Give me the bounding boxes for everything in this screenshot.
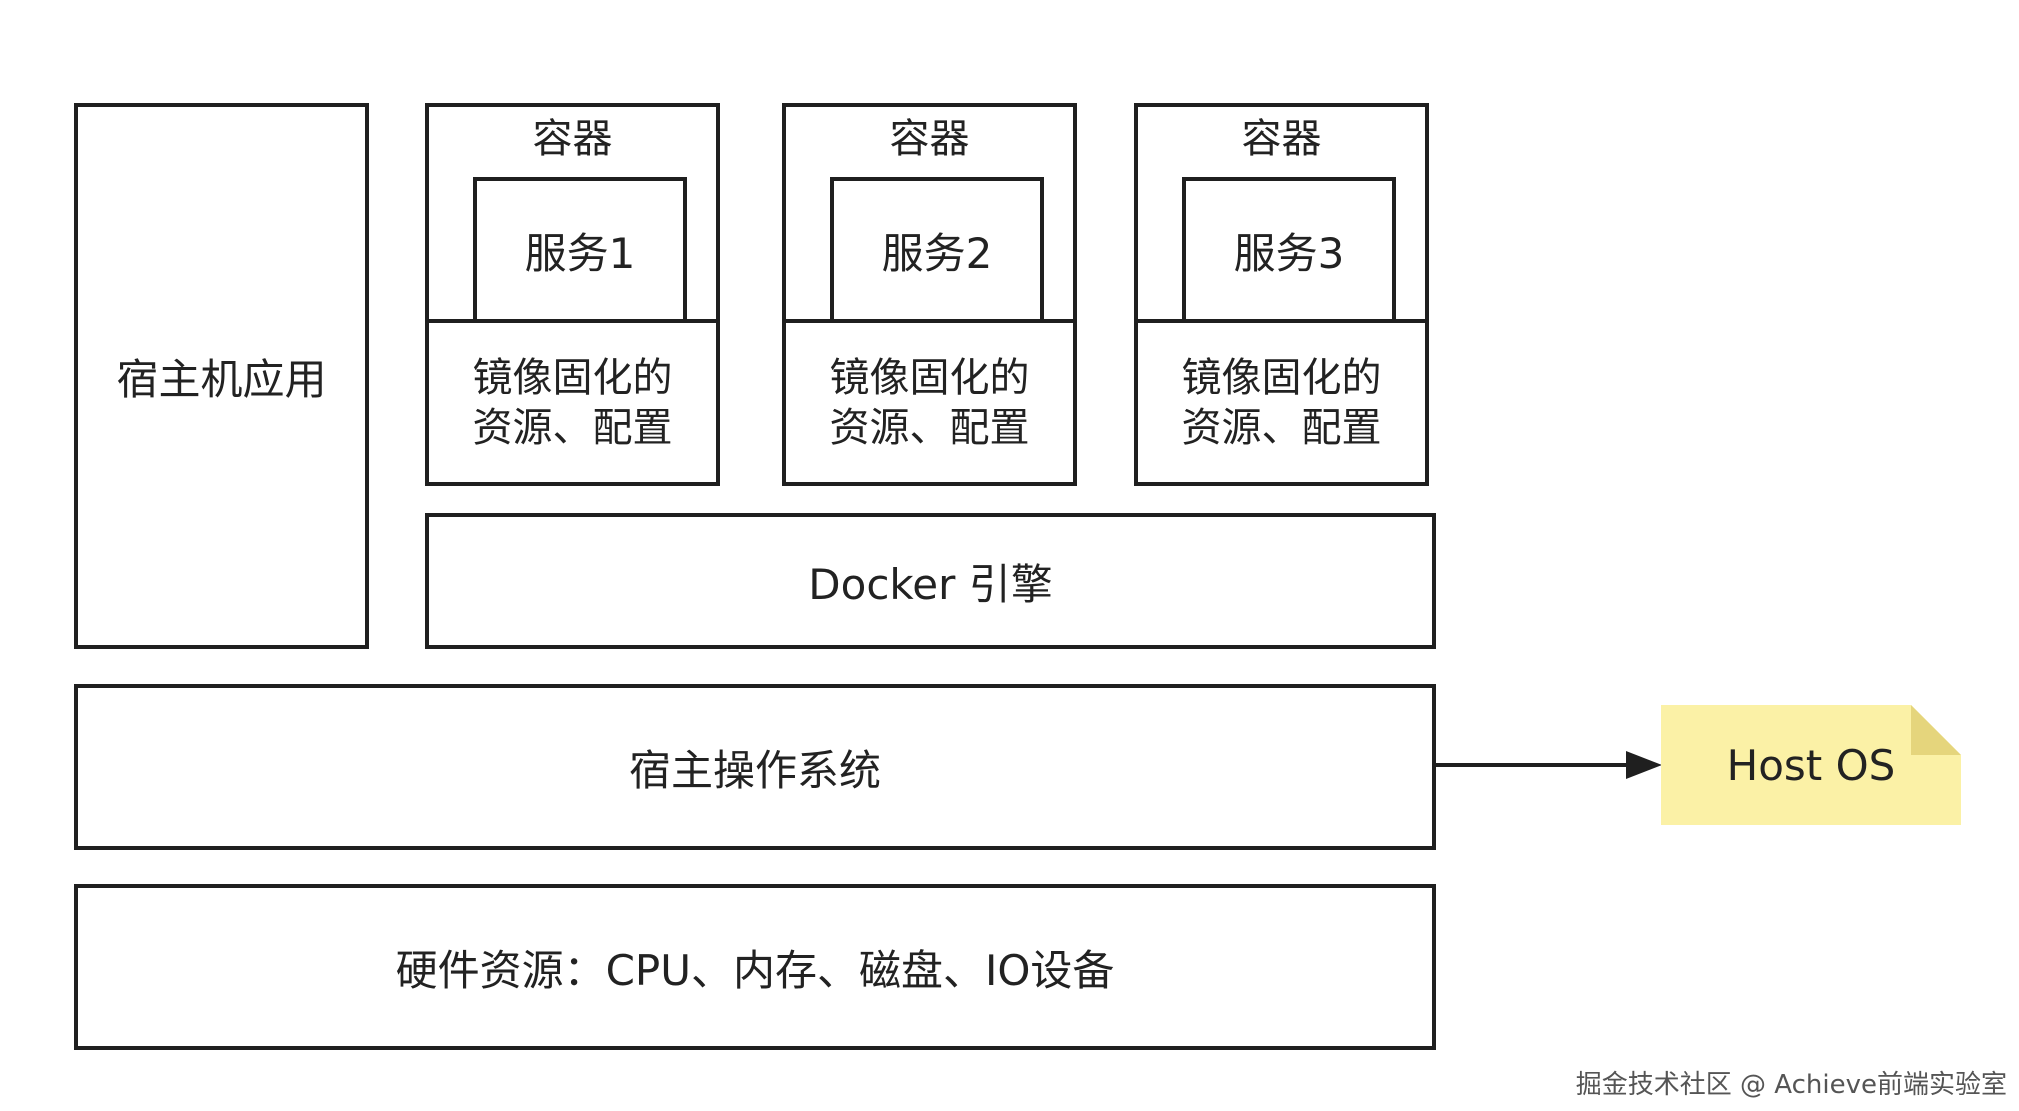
resources-line1-3: 镜像固化的 [1181, 354, 1382, 401]
container-title-3: 容器 [1241, 116, 1322, 162]
service-box-1: 服务1 [473, 177, 687, 323]
resources-line2-1: 资源、配置 [472, 404, 673, 451]
hardware-label: 硬件资源：CPU、内存、磁盘、IO设备 [395, 945, 1115, 995]
note-shape [1661, 705, 1961, 825]
container-title-2: 容器 [889, 116, 970, 162]
service-label-2: 服务2 [881, 228, 993, 278]
service-box-3: 服务3 [1182, 177, 1396, 323]
watermark: 掘金技术社区 @ Achieve前端实验室 [1575, 1070, 2007, 1100]
resources-box-1: 镜像固化的 资源、配置 [425, 319, 720, 486]
host-os-note: Host OS [1661, 705, 1961, 825]
service-box-2: 服务2 [830, 177, 1044, 323]
service-label-3: 服务3 [1233, 228, 1345, 278]
container-box-2: 容器 服务2 镜像固化的 资源、配置 [782, 103, 1077, 486]
resources-line1-1: 镜像固化的 [472, 354, 673, 401]
resources-box-2: 镜像固化的 资源、配置 [782, 319, 1077, 486]
container-title-1: 容器 [532, 116, 613, 162]
service-label-1: 服务1 [524, 228, 636, 278]
host-os-label: 宿主操作系统 [628, 745, 881, 795]
container-box-1: 容器 服务1 镜像固化的 资源、配置 [425, 103, 720, 486]
resources-line2-2: 资源、配置 [829, 404, 1030, 451]
resources-box-3: 镜像固化的 资源、配置 [1134, 319, 1429, 486]
host-os-box: 宿主操作系统 [74, 684, 1436, 850]
docker-engine-box: Docker 引擎 [425, 513, 1436, 649]
docker-engine-label: Docker 引擎 [808, 559, 1053, 609]
container-box-3: 容器 服务3 镜像固化的 资源、配置 [1134, 103, 1429, 486]
host-app-label: 宿主机应用 [116, 354, 327, 404]
resources-line1-2: 镜像固化的 [829, 354, 1030, 401]
resources-line2-3: 资源、配置 [1181, 404, 1382, 451]
arrow-connector [1436, 751, 1662, 779]
host-app-box: 宿主机应用 [74, 103, 369, 649]
hardware-box: 硬件资源：CPU、内存、磁盘、IO设备 [74, 884, 1436, 1050]
note-label: Host OS [1726, 740, 1896, 790]
